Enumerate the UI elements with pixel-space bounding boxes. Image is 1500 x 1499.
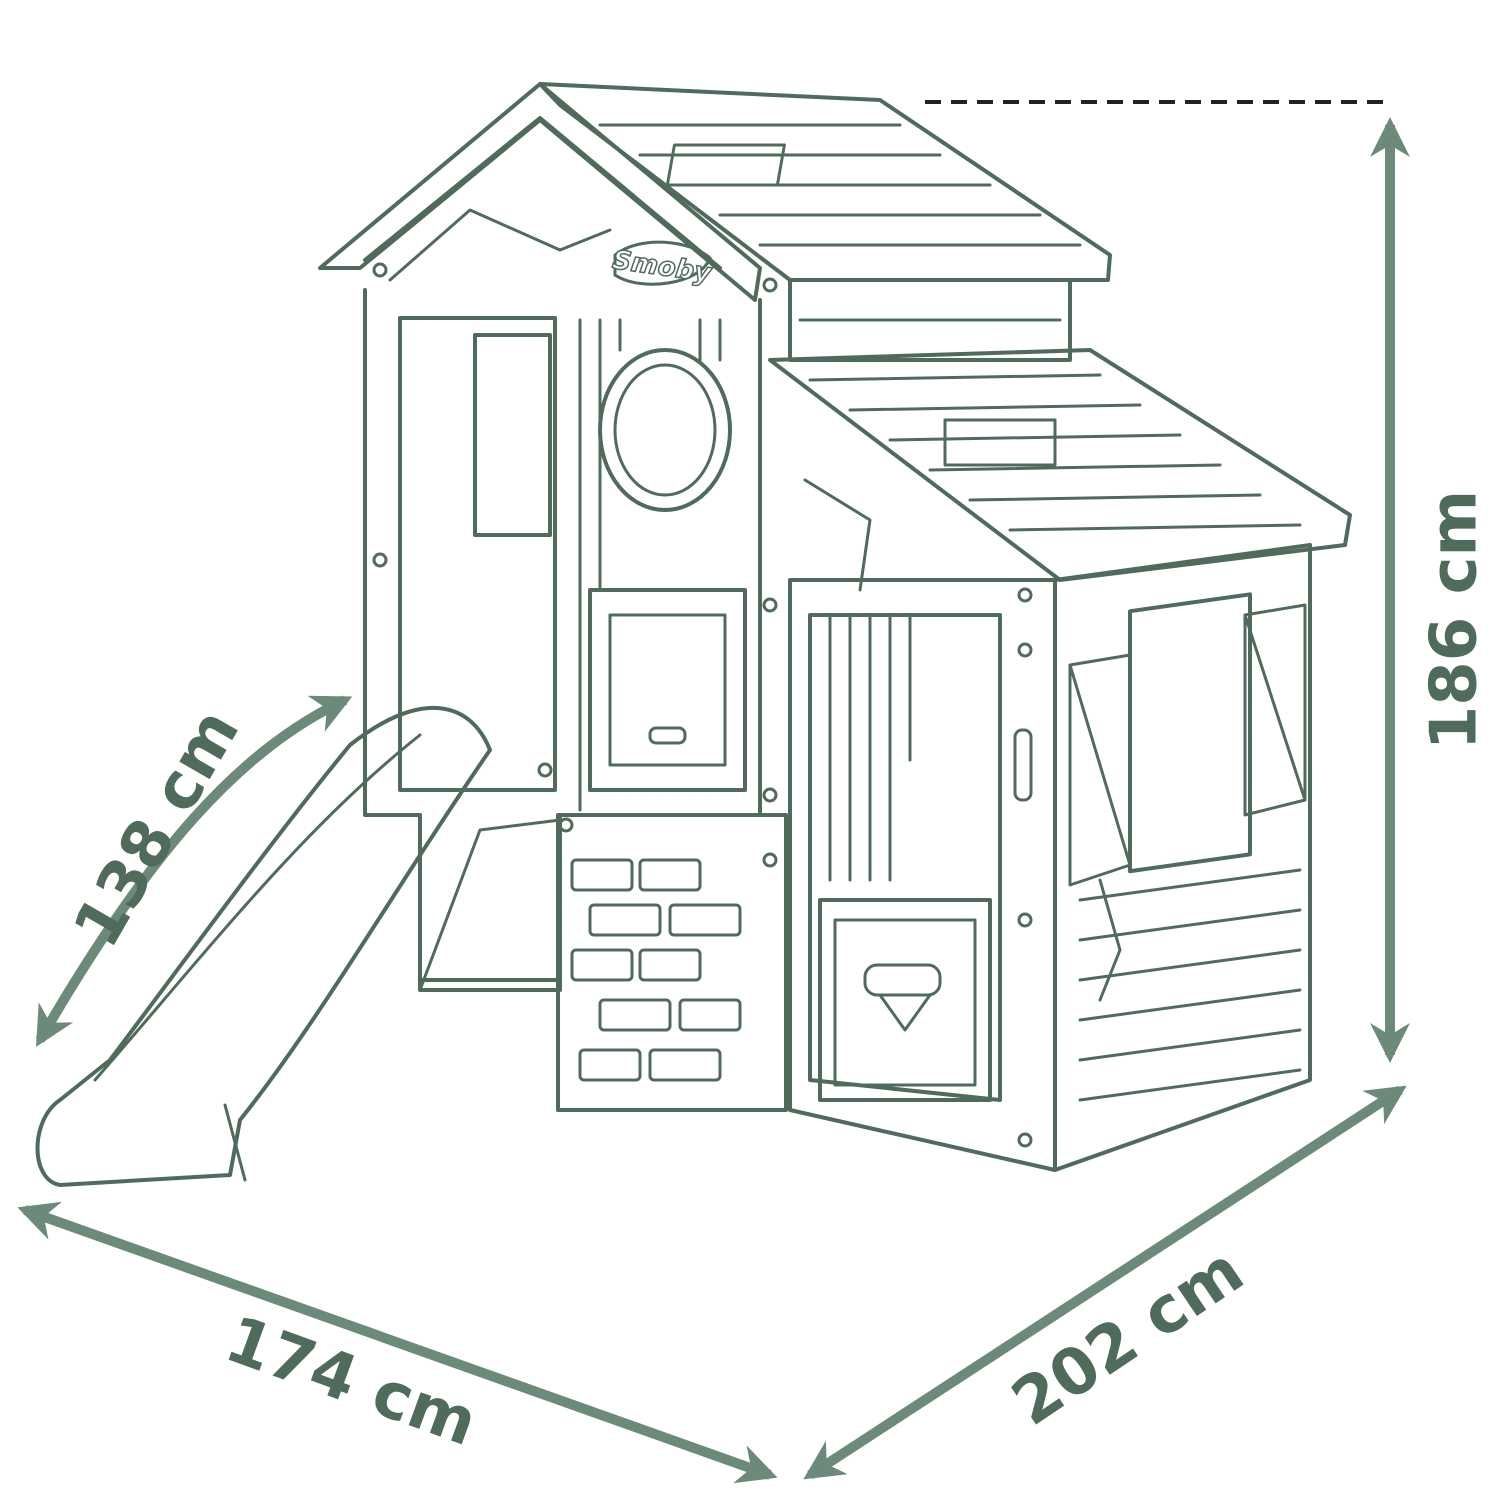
- door-handle: [1013, 728, 1033, 802]
- door-planks: [828, 613, 912, 882]
- height-label: 186 cm: [1418, 490, 1492, 751]
- stone-base: [556, 813, 788, 1112]
- smoby-logo: Smoby: [610, 240, 715, 290]
- side-window: [1128, 592, 1252, 874]
- side-roof: [768, 348, 1352, 582]
- middle-section: [788, 278, 1072, 362]
- slide-length-label: 138 cm: [60, 697, 254, 960]
- tower-back-panel: [418, 813, 557, 982]
- chalk-window: [588, 588, 747, 792]
- stones: [570, 858, 742, 1082]
- door-opening: [808, 613, 1002, 1102]
- slide-support: [418, 818, 562, 992]
- tower-opening: [398, 316, 557, 792]
- branch-decor: [388, 208, 1122, 1002]
- round-window: [598, 348, 732, 512]
- letterbox: [863, 963, 942, 997]
- side-wall: [1053, 543, 1312, 1172]
- dimension-arrows: [17, 117, 1410, 1484]
- dimension-labels: 186 cm 138 cm 174 cm 202 cm: [60, 490, 1492, 1461]
- screws: [372, 262, 1033, 1148]
- main-gable-inner: [363, 116, 722, 270]
- main-roof-shingles: [598, 123, 1082, 247]
- door-lower-panel: [818, 898, 992, 1102]
- tower-window: [473, 333, 552, 537]
- side-wall-planks: [1078, 868, 1302, 1102]
- slide-length-arrow: [35, 695, 353, 1047]
- main-roof: [538, 82, 1112, 282]
- side-roof-shingles: [808, 373, 1302, 532]
- tower-planks: [578, 318, 762, 812]
- width-arrow: [17, 1201, 778, 1484]
- depth-arrow: [803, 1085, 1407, 1480]
